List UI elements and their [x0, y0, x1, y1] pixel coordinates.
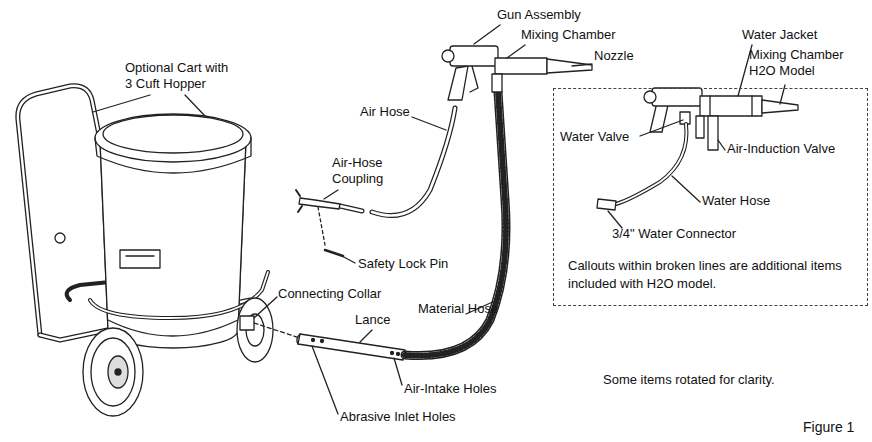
- part-label: 3/4" Water Connector: [612, 226, 736, 242]
- part-label: Gun Assembly: [497, 7, 581, 23]
- part-label: Material Hose: [418, 301, 498, 317]
- part-label: Water Hose: [702, 193, 770, 209]
- part-label: Mixing Chamber H2O Model: [749, 47, 861, 79]
- part-label: Safety Lock Pin: [358, 256, 448, 272]
- part-label: Water Valve: [560, 129, 629, 145]
- figure-caption: Figure 1: [803, 419, 854, 435]
- part-label: Connecting Collar: [278, 286, 381, 302]
- part-label: Nozzle: [594, 48, 634, 64]
- part-label: Some items rotated for clarity.: [603, 372, 775, 388]
- part-label: Lance: [355, 312, 390, 328]
- note-text: Callouts within broken lines are additio…: [568, 257, 860, 293]
- part-label: Air-Intake Holes: [404, 381, 496, 397]
- part-label: Mixing Chamber: [521, 27, 616, 43]
- part-label: Air Hose: [360, 104, 410, 120]
- part-label: Water Jacket: [742, 27, 817, 43]
- part-label: Air-Induction Valve: [727, 141, 835, 157]
- part-label: Optional Cart with 3 Cuft Hopper: [125, 60, 237, 92]
- part-label: Abrasive Inlet Holes: [340, 409, 456, 425]
- part-label: Air-Hose Coupling: [332, 155, 402, 187]
